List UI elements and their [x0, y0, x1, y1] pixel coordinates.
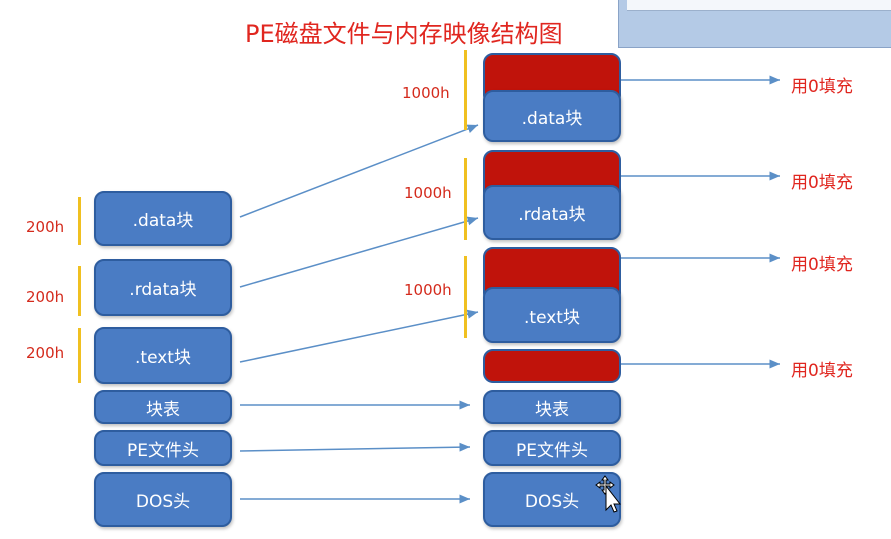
page-title: PE磁盘文件与内存映像结构图 [245, 20, 563, 48]
disk-size-text: 200h [26, 344, 65, 362]
memory-block-table: 块表 [483, 390, 621, 424]
disk-bracket-data [78, 197, 81, 245]
arrow-text [239, 309, 479, 363]
disk-size-data: 200h [26, 218, 65, 236]
arrow-pe-header [239, 442, 471, 452]
disk-block-rdata: .rdata块 [94, 259, 232, 316]
disk-block-data: .data块 [94, 191, 232, 246]
memory-block-pe-header: PE文件头 [483, 430, 621, 466]
disk-block-pe-header: PE文件头 [94, 430, 232, 466]
fill-label-1: 用0填充 [791, 77, 853, 97]
arrow-data [239, 124, 479, 218]
disk-block-text: .text块 [94, 327, 232, 384]
memory-bracket-data [464, 50, 467, 130]
memory-size-data: 1000h [402, 84, 450, 102]
memory-bracket-rdata [464, 158, 467, 240]
disk-bracket-rdata [78, 266, 81, 316]
fill-label-2: 用0填充 [791, 173, 853, 193]
overlay-window [618, 0, 891, 48]
memory-size-text: 1000h [404, 281, 452, 299]
memory-block-rdata: .rdata块 [483, 185, 621, 240]
disk-block-table: 块表 [94, 390, 232, 424]
memory-bracket-text [464, 256, 467, 338]
overlay-window-bar [627, 0, 891, 11]
memory-block-text: .text块 [483, 287, 621, 343]
fill-label-4: 用0填充 [791, 361, 853, 381]
memory-fill-padding [483, 349, 621, 383]
memory-block-data: .data块 [483, 90, 621, 142]
disk-block-dos-header: DOS头 [94, 472, 232, 527]
fill-label-3: 用0填充 [791, 255, 853, 275]
disk-bracket-text [78, 328, 81, 383]
arrow-rdata [239, 216, 479, 288]
disk-size-rdata: 200h [26, 288, 65, 306]
move-cursor-icon [595, 475, 622, 513]
memory-size-rdata: 1000h [404, 184, 452, 202]
memory-block-dos-header: DOS头 [483, 472, 621, 527]
